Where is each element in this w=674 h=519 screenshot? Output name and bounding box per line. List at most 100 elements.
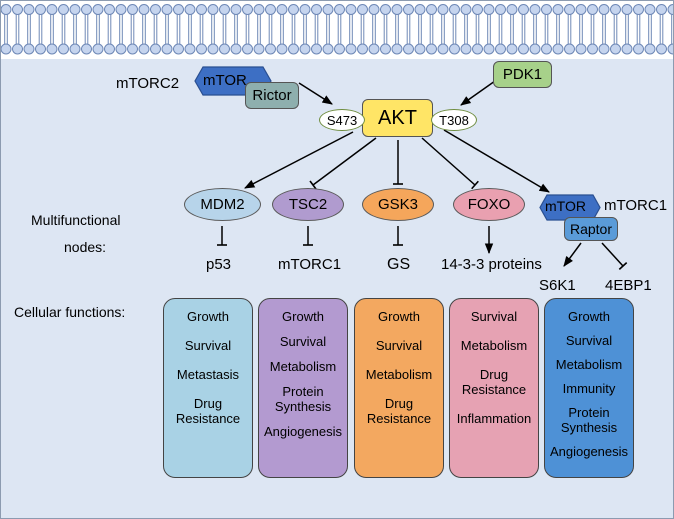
lipid-head xyxy=(552,4,564,15)
arrow-pdk1-to-t308 xyxy=(460,80,496,106)
lipid-head xyxy=(265,4,276,15)
lipid-head xyxy=(219,4,230,15)
lipid-head xyxy=(322,4,334,15)
lipid-head xyxy=(230,4,242,15)
lipid-head xyxy=(403,4,414,15)
lipid-head xyxy=(207,43,219,55)
nodes-label: nodes: xyxy=(64,239,107,255)
function-item: Angiogenesis xyxy=(549,444,629,459)
raptor-box: Raptor xyxy=(564,217,618,241)
lipid-head xyxy=(633,43,644,55)
lipid-head xyxy=(529,4,541,15)
lipid-head xyxy=(81,4,92,15)
mtorc2-label: mTORC2 xyxy=(116,75,180,92)
function-item: Growth xyxy=(568,309,610,324)
lipid-head xyxy=(92,4,104,15)
lipid-head xyxy=(541,4,552,15)
lipid-head xyxy=(35,43,46,55)
lipid-head xyxy=(58,43,69,55)
lipid-head xyxy=(46,43,58,55)
lipid-head xyxy=(598,43,610,55)
function-item: Protein Synthesis xyxy=(274,384,332,414)
cellular-functions-label: Cellular functions: xyxy=(14,304,126,320)
lipid-head xyxy=(380,4,391,15)
inhibit-akt-tsc2 xyxy=(312,137,377,186)
inhibit-mtorc1-4ebp1 xyxy=(601,242,624,267)
function-item: Immunity xyxy=(562,381,616,396)
lipid-head xyxy=(656,4,667,15)
lipid-head xyxy=(23,4,35,15)
function-item: Drug Resistance xyxy=(366,396,432,426)
lipid-head xyxy=(138,4,150,15)
function-item: Survival xyxy=(470,309,518,324)
lipid-head xyxy=(265,43,276,55)
rictor-box: Rictor xyxy=(245,82,299,109)
function-item: Survival xyxy=(375,338,423,353)
lipid-head xyxy=(35,4,46,15)
lipid-head xyxy=(173,4,184,15)
function-item: Protein Synthesis xyxy=(560,405,618,435)
lipid-head xyxy=(1,43,12,55)
arrow-akt-to-mtorc1 xyxy=(443,129,550,193)
lipid-head xyxy=(184,43,196,55)
arrow-mtorc2-to-s473 xyxy=(298,82,333,105)
lipid-head xyxy=(184,4,196,15)
akt-box: AKT xyxy=(362,99,433,137)
function-item: Metastasis xyxy=(176,367,240,382)
function-item: Growth xyxy=(187,309,229,324)
lipid-head xyxy=(104,43,115,55)
arrow-mtorc1-to-s6k1 xyxy=(563,242,582,267)
lipid-head xyxy=(230,43,242,55)
lipid-head xyxy=(69,43,81,55)
lipid-head xyxy=(253,43,265,55)
mtorc1-target: mTORC1 xyxy=(278,256,342,273)
lipid-head xyxy=(518,4,529,15)
t308-site: T308 xyxy=(431,109,477,131)
lipid-head xyxy=(449,43,460,55)
mtor-lower-text: mTOR xyxy=(545,198,586,214)
inhibit-akt-foxo xyxy=(421,137,476,186)
inhibit-akt-foxo-bar xyxy=(471,180,479,190)
function-item: Metabolism xyxy=(555,357,623,372)
lipid-head xyxy=(127,4,138,15)
lipid-head xyxy=(288,43,299,55)
lipid-head xyxy=(115,4,127,15)
lipid-head xyxy=(414,43,426,55)
multifunctional-label: Multifunctional xyxy=(31,212,121,228)
lipid-head xyxy=(368,4,380,15)
lipid-head xyxy=(472,4,483,15)
inhibit-mtorc1-4ebp1-bar xyxy=(618,262,628,270)
lipid-head xyxy=(391,43,403,55)
lipid-head xyxy=(460,4,472,15)
lipid-head xyxy=(311,4,322,15)
lipid-head xyxy=(598,4,610,15)
lipid-head xyxy=(587,43,598,55)
lipid-head xyxy=(541,43,552,55)
lipid-head xyxy=(518,43,529,55)
lipid-head xyxy=(150,43,161,55)
lipid-head xyxy=(196,4,207,15)
gs-target: GS xyxy=(387,256,411,273)
function-item: Survival xyxy=(279,334,327,349)
lipid-head xyxy=(23,43,35,55)
lipid-head xyxy=(564,43,575,55)
lipid-head xyxy=(196,43,207,55)
lipid-head xyxy=(345,43,357,55)
lipid-head xyxy=(495,43,506,55)
lipid-head xyxy=(552,43,564,55)
lipid-head xyxy=(667,43,673,55)
lipid-head xyxy=(69,4,81,15)
lipid-head xyxy=(449,4,460,15)
function-item: Survival xyxy=(184,338,232,353)
lipid-head xyxy=(161,4,173,15)
lipid-head xyxy=(253,4,265,15)
lipid-head xyxy=(437,43,449,55)
lipid-head xyxy=(127,43,138,55)
lipid-head xyxy=(426,43,437,55)
